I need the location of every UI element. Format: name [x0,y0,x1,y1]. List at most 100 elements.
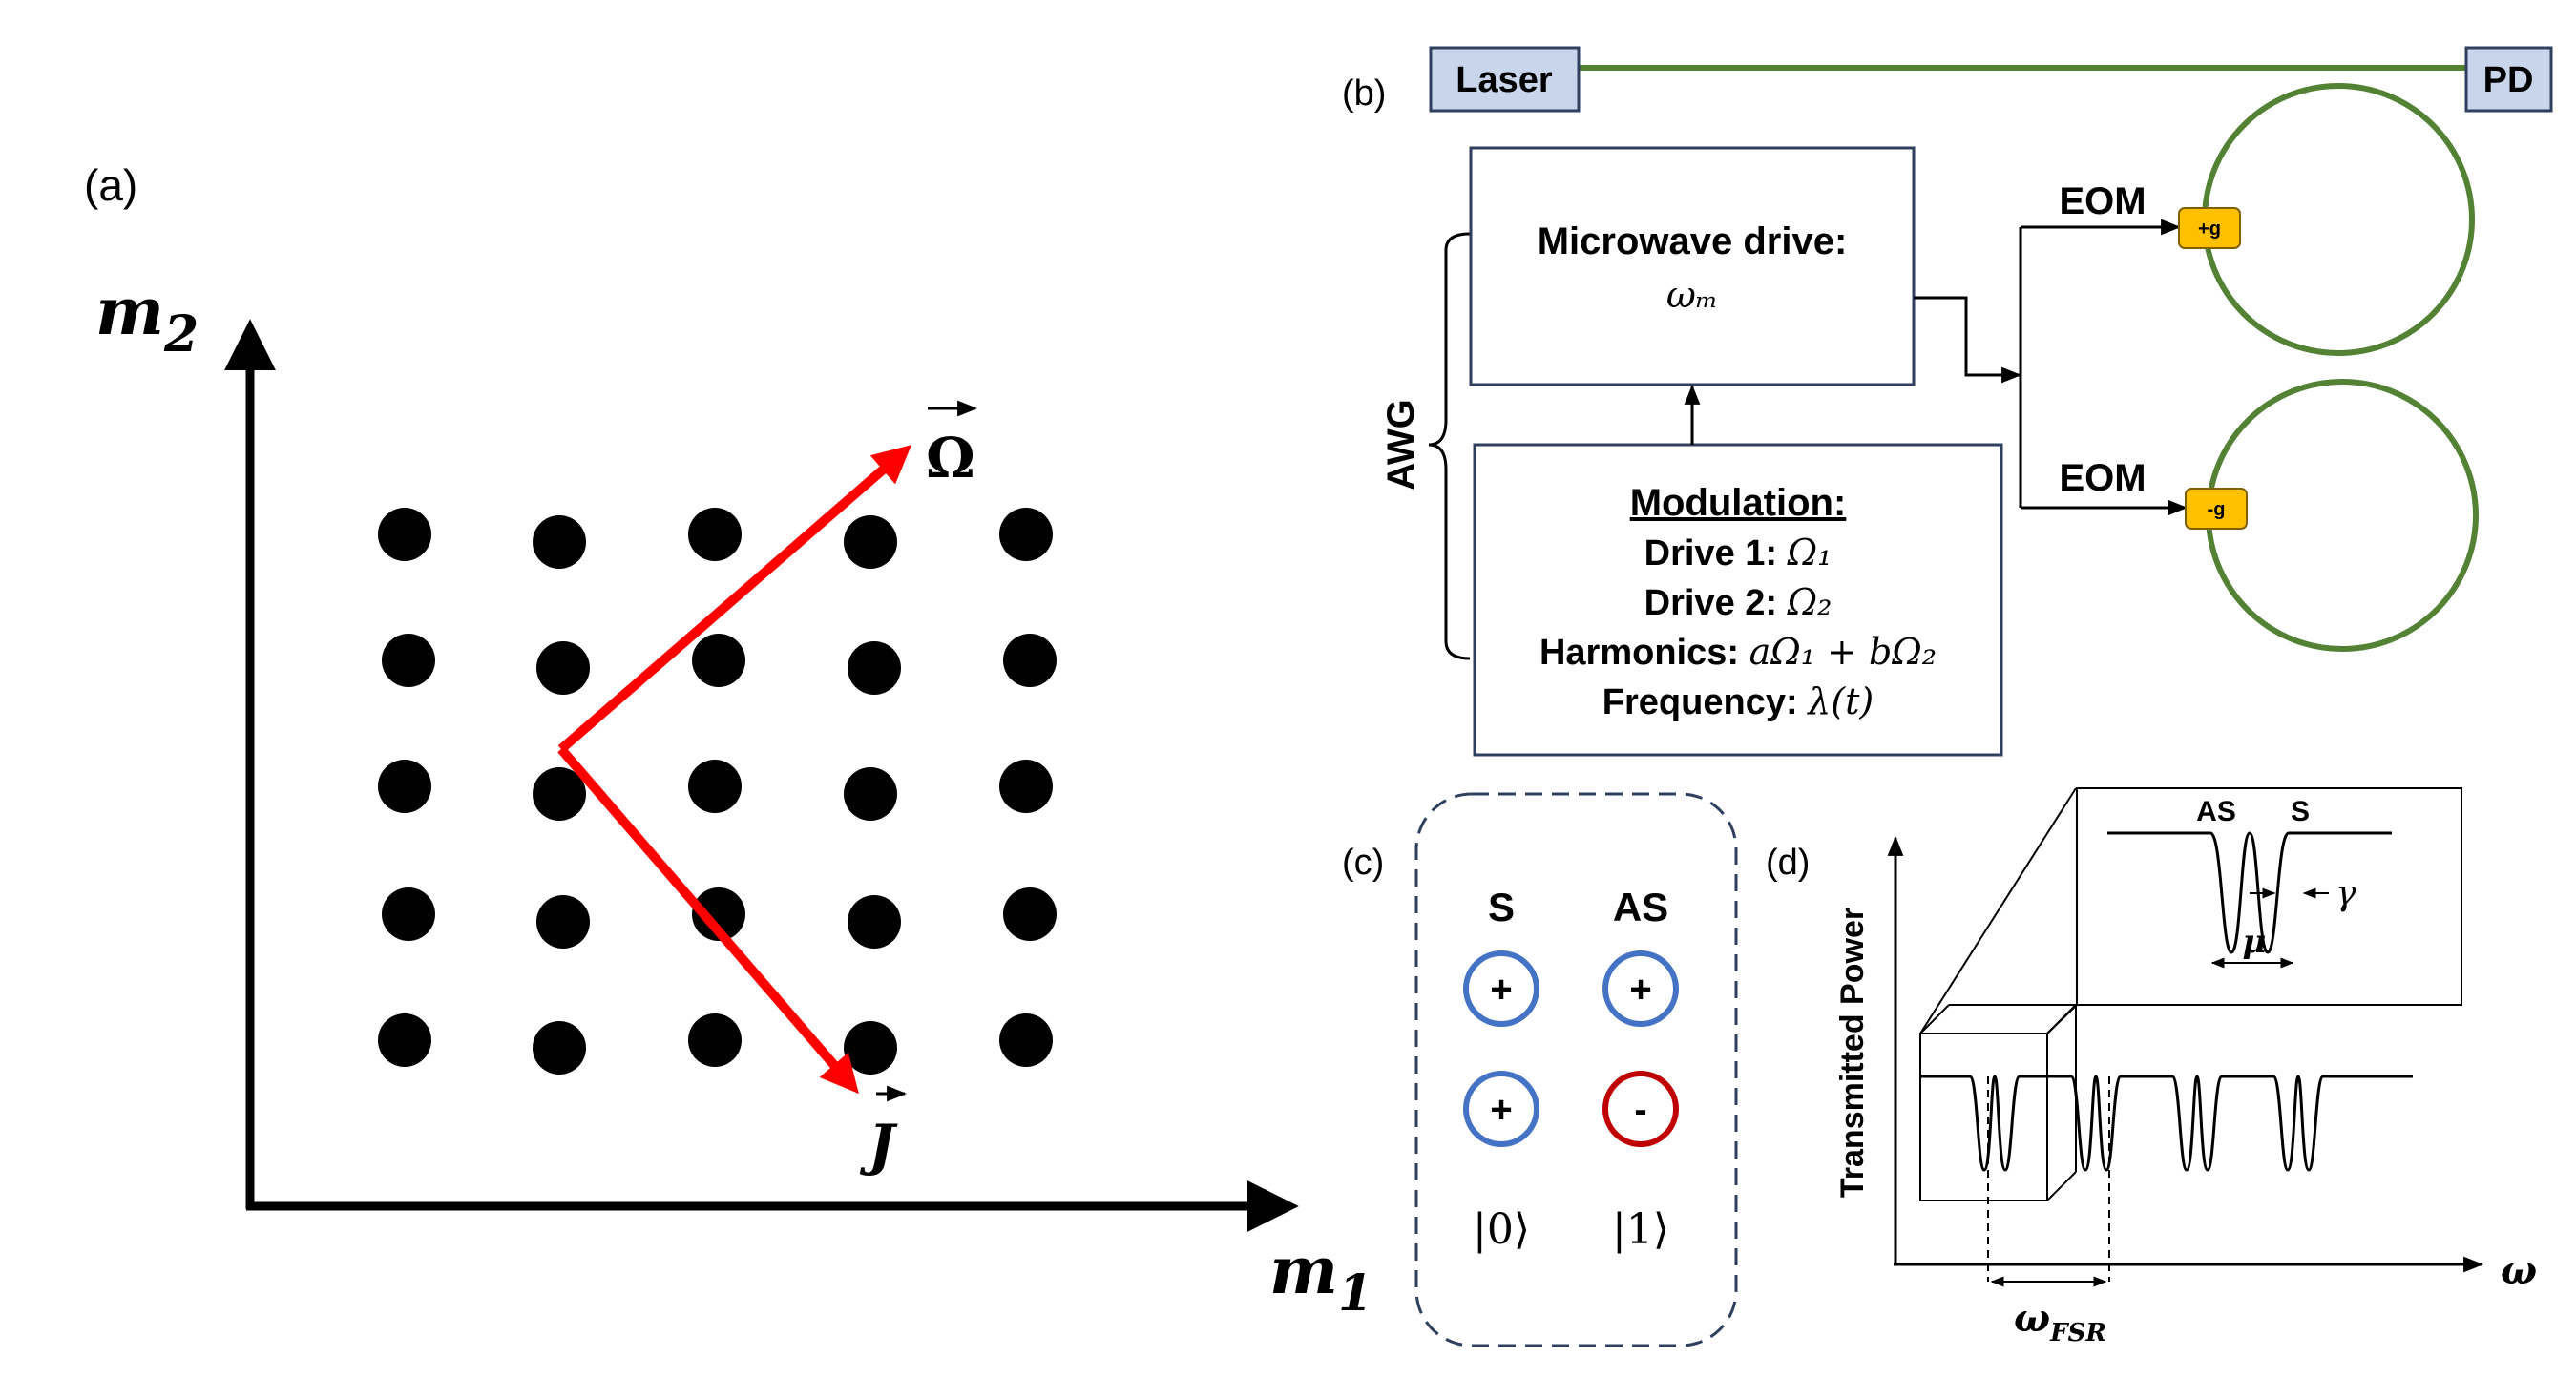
zoom-front-face [1919,1033,2048,1201]
panel-d: (d) Transmitted Power ω ωFSR AS S [1766,787,2537,1347]
panel-b-label: (b) [1342,73,1386,114]
modulation-line-key: Frequency: [1602,682,1808,722]
inset-doublet-curve [2107,831,2392,954]
s-top-phase-sign: + [1490,969,1512,1011]
omega-vector [557,445,912,753]
lattice-dot [1003,887,1057,941]
omega-vector-label: Ω [926,426,975,491]
awg-brace [1428,232,1471,660]
lattice-dot [533,1021,586,1075]
lattice-dot [533,515,586,569]
lattice-dot [688,508,742,561]
modulation-line: Drive 1: Ω₁ [1644,532,1833,574]
lattice-dot [844,1021,897,1075]
modulation-line-value: Ω₂ [1787,581,1833,623]
modulation-lines: Drive 1: Ω₁ Drive 2: Ω₂ Harmonics: aΩ₁ + b… [1539,532,1937,722]
modulation-line: Frequency: λ(t) [1602,680,1874,722]
as-bottom-phase-circle [1602,1071,1679,1147]
fsr-label-sub: FSR [2049,1319,2106,1347]
microwave-drive-frequency: ωₘ [1666,274,1718,316]
modulation-line-key: Drive 1: [1644,533,1788,574]
lattice-dot [999,760,1053,813]
s-top-phase-circle [1463,950,1539,1027]
as-bottom-phase-sign: - [1634,1089,1646,1131]
lattice-dot [999,508,1053,561]
lattice-dot [688,1013,742,1067]
j-vector [557,745,859,1095]
modulation-box [1473,443,2003,757]
state-dashed-box [1414,792,1738,1347]
lattice-dot [536,641,590,695]
j-vector-label: J [859,1113,898,1178]
x-axis-label-letter: m [1269,1233,1338,1309]
inset-gamma-label: γ [2335,874,2356,913]
d-y-axis-label: Transmitted Power [1834,908,1871,1198]
panel-b: (b) Laser PD AWG Microwave drive: ωₘ Mod… [1342,46,2553,757]
lattice-dot [378,508,431,561]
y-axis-label: m2 [95,274,199,364]
modulation-line-value: aΩ₁ + bΩ₂ [1749,631,1937,673]
lattice-dot [844,515,897,569]
column-as-label: AS [1613,885,1668,929]
modulation-line-key: Drive 2: [1644,583,1788,623]
x-axis-label: m1 [1269,1233,1372,1323]
lattice-dot [378,760,431,813]
modulation-line-value: Ω₁ [1787,532,1833,574]
ring-top [2202,83,2475,356]
zoom-edge [1919,1004,1950,1034]
coupler-top [2178,207,2241,249]
lattice-dot [848,895,901,949]
pd-box [2464,46,2553,113]
lattice-dot [688,760,742,813]
ket-one: |1⟩ [1612,1205,1669,1254]
as-top-phase-sign: + [1629,969,1651,1011]
zoom-edge [2046,1171,2077,1201]
pd-label: PD [2483,60,2534,100]
ring-bottom [2206,379,2479,652]
drive-output-line [1914,296,2022,384]
lattice-dot [382,634,435,687]
modulation-title: Modulation: [1630,482,1847,524]
laser-label: Laser [1456,60,1553,100]
panel-a: (a) m2 m1 Ω J [84,160,1372,1323]
ket-zero: |0⟩ [1473,1205,1530,1254]
awg-label: AWG [1380,399,1422,491]
lattice-dot [382,887,435,941]
panel-c: (c) S AS + + + - |0⟩ |1⟩ [1342,792,1738,1347]
coupler-bottom [2185,488,2248,530]
y-axis-label-sub: 2 [163,305,199,364]
y-axis-label-letter: m [95,274,164,350]
inset-box [2076,787,2462,1006]
lattice-dot [1003,634,1057,687]
lattice-dot [533,767,586,821]
microwave-drive-title: Microwave drive: [1538,220,1848,262]
coupler-bottom-label: -g [2208,499,2226,520]
lattice-dot [536,895,590,949]
lattice-dot [692,887,745,941]
zoom-edge [2046,1004,2078,1034]
panel-c-label: (c) [1342,843,1384,883]
laser-box [1429,46,1581,113]
modulation-line-value: λ(t) [1806,680,1874,722]
lattice-dot [999,1013,1053,1067]
eom-top-label: EOM [2059,180,2146,222]
panel-d-label: (d) [1766,843,1810,883]
inset-s-label: S [2291,796,2310,827]
lattice-dot [848,641,901,695]
d-x-axis-label: ω [2501,1248,2537,1293]
lattice-dot [844,767,897,821]
fsr-label-omega: ω [2014,1296,2050,1341]
modulation-line-key: Harmonics: [1539,633,1749,673]
eom-bottom-label: EOM [2059,457,2146,499]
zoom-edge [1919,787,2077,1034]
inset-as-label: AS [2196,796,2236,827]
inset-mu-label: μ [2243,923,2267,961]
s-bottom-phase-circle [1463,1071,1539,1147]
coupler-top-label: +g [2198,219,2221,240]
column-s-label: S [1488,885,1515,929]
microwave-drive-box [1469,146,1916,386]
fsr-label: ωFSR [2014,1296,2106,1347]
lattice-dot [692,634,745,687]
as-top-phase-circle [1602,950,1679,1027]
transmission-spectrum [1920,1075,2413,1172]
